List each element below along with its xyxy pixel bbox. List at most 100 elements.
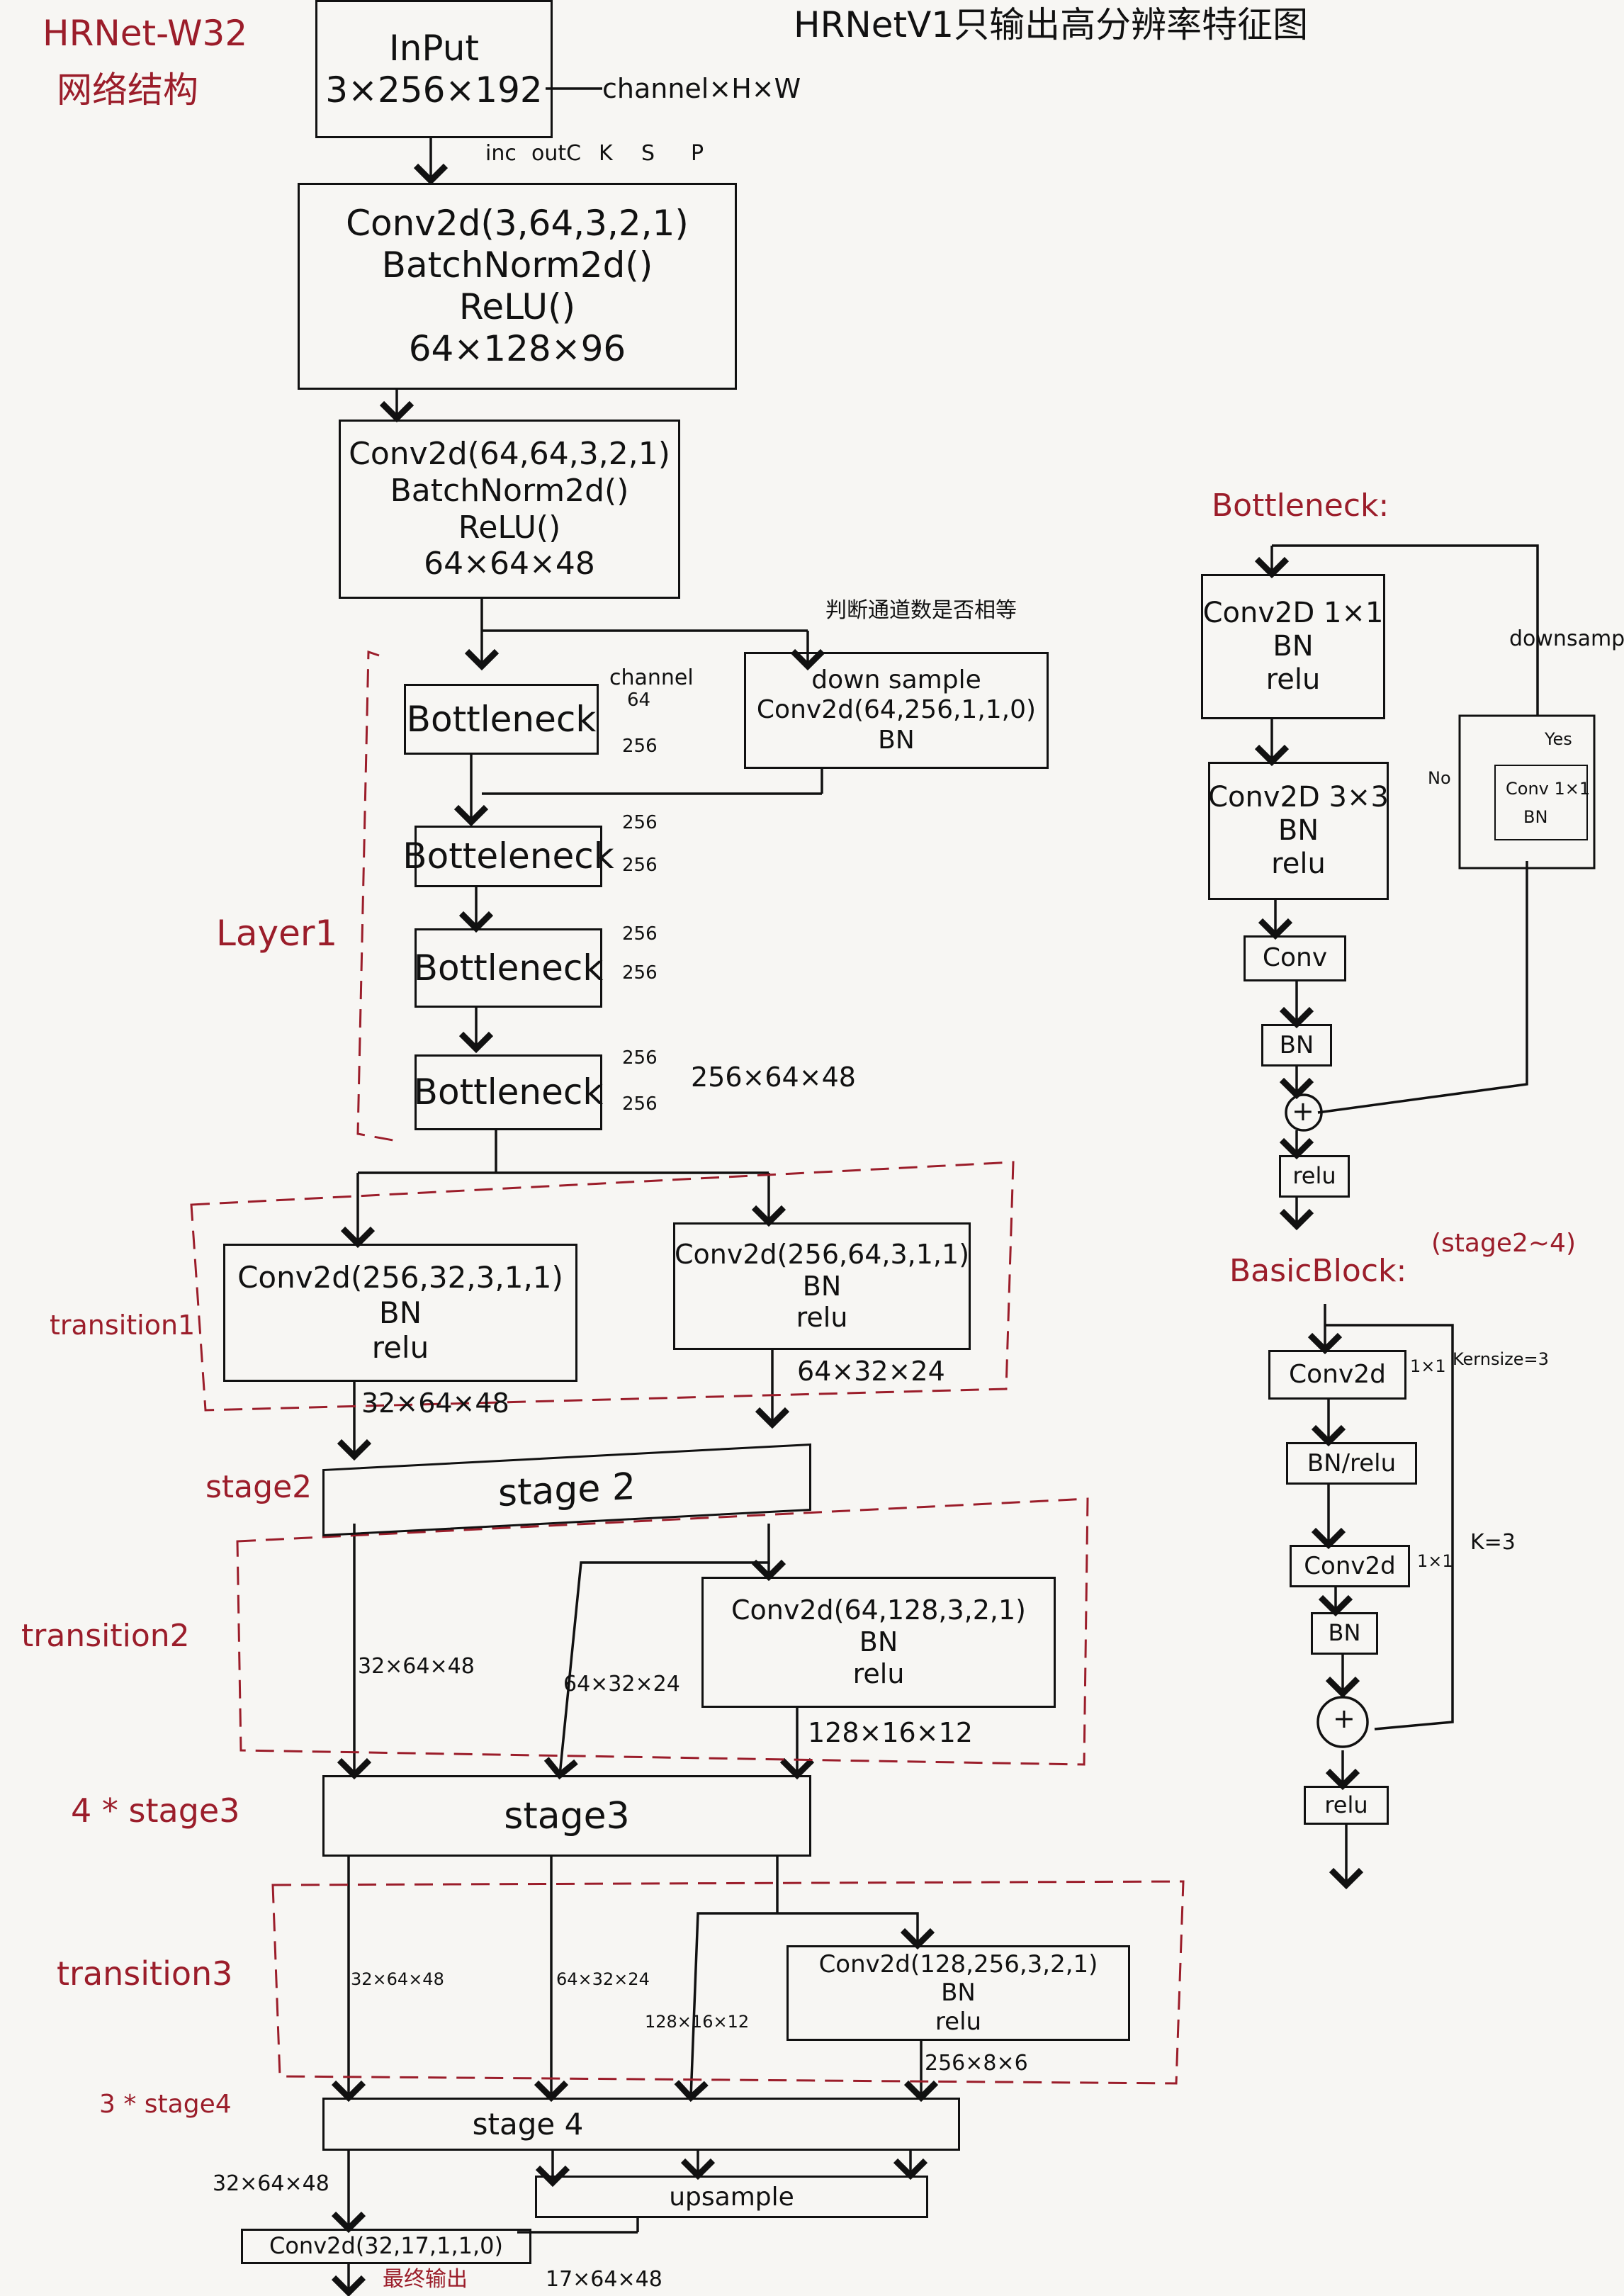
- bb-conv1-note2: Kernsize=3: [1453, 1349, 1549, 1369]
- bottleneck-3-cout: 256: [622, 962, 658, 984]
- transition3-new-conv: Conv2d(128,256,3,2,1): [818, 1950, 1098, 1979]
- bn-detail-block2-bn: BN: [1278, 814, 1319, 847]
- bn-detail-yes: Yes: [1545, 729, 1572, 749]
- downsample-conv: Conv2d(64,256,1,1,0): [756, 695, 1037, 725]
- stem2-relu: ReLU(): [458, 509, 561, 546]
- bb-bnrelu: BN/relu: [1286, 1442, 1417, 1485]
- bn-detail-block2-relu: relu: [1271, 848, 1326, 881]
- downsample-title: down sample: [811, 665, 981, 694]
- transition2-new-relu: relu: [852, 1658, 905, 1689]
- input-annotation: channel×H×W: [602, 73, 801, 104]
- bn-detail-ds-bn: BN: [1523, 807, 1548, 827]
- bn-detail-bn: BN: [1261, 1024, 1332, 1067]
- transition1-label: transition1: [50, 1310, 196, 1341]
- basicblock-title: BasicBlock:: [1229, 1253, 1407, 1289]
- input-label: InPut: [388, 27, 479, 69]
- bottleneck-4-cin: 256: [622, 1047, 658, 1069]
- layer1-output-shape: 256×64×48: [691, 1062, 856, 1093]
- final-label: 最终输出: [383, 2267, 468, 2292]
- bb-relu-label: relu: [1324, 1791, 1368, 1818]
- transition1-left-bn: BN: [378, 1295, 422, 1330]
- stage2-box-label: stage 2: [498, 1465, 636, 1515]
- transition2-label: transition2: [21, 1618, 190, 1654]
- stage4-label: 3 * stage4: [99, 2090, 232, 2119]
- stage4-box-label: stage 4: [472, 2107, 584, 2142]
- stem2-box: Conv2d(64,64,3,2,1) BatchNorm2d() ReLU()…: [339, 420, 680, 599]
- stem1-shape: 64×128×96: [408, 328, 626, 369]
- bottleneck-4-label: Bottleneck: [413, 1071, 604, 1113]
- layer1-label: Layer1: [216, 913, 338, 954]
- bn-detail-conv-label: Conv: [1262, 943, 1328, 973]
- bn-detail-add: +: [1292, 1096, 1314, 1127]
- title-left: HRNet-W32: [43, 13, 248, 54]
- param-p: P: [691, 141, 704, 166]
- channel-label: channel: [609, 665, 694, 690]
- upsample-label: upsample: [669, 2182, 794, 2212]
- bn-detail-relu-label: relu: [1292, 1162, 1336, 1190]
- bottleneck-1-cout: 256: [622, 736, 658, 757]
- bn-detail-relu: relu: [1279, 1155, 1350, 1198]
- bn-detail-no: No: [1428, 768, 1451, 788]
- layer1-note: 判断通道数是否相等: [825, 598, 1017, 623]
- transition2-new-bn: BN: [859, 1626, 898, 1658]
- transition3-shape-c: 128×16×12: [645, 2012, 750, 2032]
- stage4-box: stage 4: [322, 2098, 960, 2151]
- param-k: K: [599, 141, 613, 166]
- bottleneck-1: Bottleneck: [404, 684, 599, 755]
- stage3-box: stage3: [322, 1775, 811, 1857]
- bn-detail-block1-bn: BN: [1273, 629, 1314, 663]
- transition1-left-conv: Conv2d(256,32,3,1,1): [237, 1260, 563, 1295]
- transition3-new-shape: 256×8×6: [925, 2051, 1028, 2076]
- stem1-box: Conv2d(3,64,3,2,1) BatchNorm2d() ReLU() …: [298, 183, 737, 390]
- bn-detail-block1: Conv2D 1×1 BN relu: [1201, 574, 1385, 719]
- downsample-bn: BN: [878, 725, 915, 755]
- transition2-new-conv: Conv2d(64,128,3,2,1): [731, 1594, 1027, 1626]
- stem1-relu: ReLU(): [458, 286, 576, 327]
- bb-conv2: Conv2d: [1290, 1545, 1410, 1587]
- bottleneck-3-cin: 256: [622, 923, 658, 945]
- bottleneck-3-label: Bottleneck: [413, 947, 604, 989]
- stem1-conv: Conv2d(3,64,3,2,1): [346, 203, 689, 244]
- bottleneck-2: Botteleneck: [402, 826, 614, 887]
- transition1-right-bn: BN: [802, 1270, 842, 1302]
- transition3-label: transition3: [57, 1954, 233, 1993]
- bottleneck-2-cin: 256: [622, 812, 658, 833]
- bn-detail-block1-relu: relu: [1265, 663, 1321, 697]
- transition1-right-relu: relu: [796, 1302, 848, 1334]
- downsample-box: down sample Conv2d(64,256,1,1,0) BN: [744, 652, 1049, 769]
- transition3-shape-a: 32×64×48: [351, 1969, 444, 1989]
- bn-detail-bn-label: BN: [1279, 1030, 1314, 1059]
- bn-detail-block2: Conv2D 3×3 BN relu: [1208, 762, 1389, 900]
- param-outc: outC: [531, 141, 582, 166]
- transition1-left-box: Conv2d(256,32,3,1,1) BN relu: [223, 1244, 577, 1382]
- transition2-shape-b: 64×32×24: [563, 1672, 680, 1696]
- bottleneck-1-cin: 64: [627, 690, 651, 711]
- bottleneck-detail-title: Bottleneck:: [1212, 488, 1389, 524]
- stage3-label: 4 * stage3: [71, 1791, 240, 1830]
- transition3-new-box: Conv2d(128,256,3,2,1) BN relu: [786, 1945, 1130, 2041]
- bb-bnrelu-label: BN/relu: [1307, 1448, 1397, 1478]
- bb-bn-label: BN: [1328, 1619, 1361, 1647]
- bb-bn: BN: [1311, 1612, 1378, 1655]
- param-s: S: [641, 141, 655, 166]
- bb-conv1: Conv2d: [1268, 1350, 1406, 1400]
- transition2-new-shape: 128×16×12: [808, 1717, 973, 1748]
- bn-detail-ds-conv: Conv 1×1: [1506, 779, 1591, 799]
- stage4-out-shape: 32×64×48: [213, 2171, 329, 2196]
- transition3-shape-b: 64×32×24: [556, 1969, 650, 1989]
- stem2-shape: 64×64×48: [424, 546, 595, 583]
- input-box: InPut 3×256×192: [315, 0, 553, 138]
- final-conv-box: Conv2d(32,17,1,1,0): [241, 2229, 531, 2264]
- stage2-label: stage2: [205, 1469, 312, 1505]
- bn-detail-block2-conv: Conv2D 3×3: [1208, 780, 1389, 814]
- stem2-conv: Conv2d(64,64,3,2,1): [349, 435, 670, 472]
- transition3-new-bn: BN: [941, 1979, 976, 2008]
- title-right: HRNetV1只输出高分辨率特征图: [794, 4, 1309, 45]
- bottleneck-3: Bottleneck: [413, 928, 604, 1008]
- bb-conv2-note: 1×1: [1417, 1551, 1453, 1571]
- bottleneck-4-cout: 256: [622, 1093, 658, 1115]
- bottleneck-4: Bottleneck: [413, 1054, 604, 1130]
- basicblock-range: (stage2~4): [1431, 1229, 1576, 1258]
